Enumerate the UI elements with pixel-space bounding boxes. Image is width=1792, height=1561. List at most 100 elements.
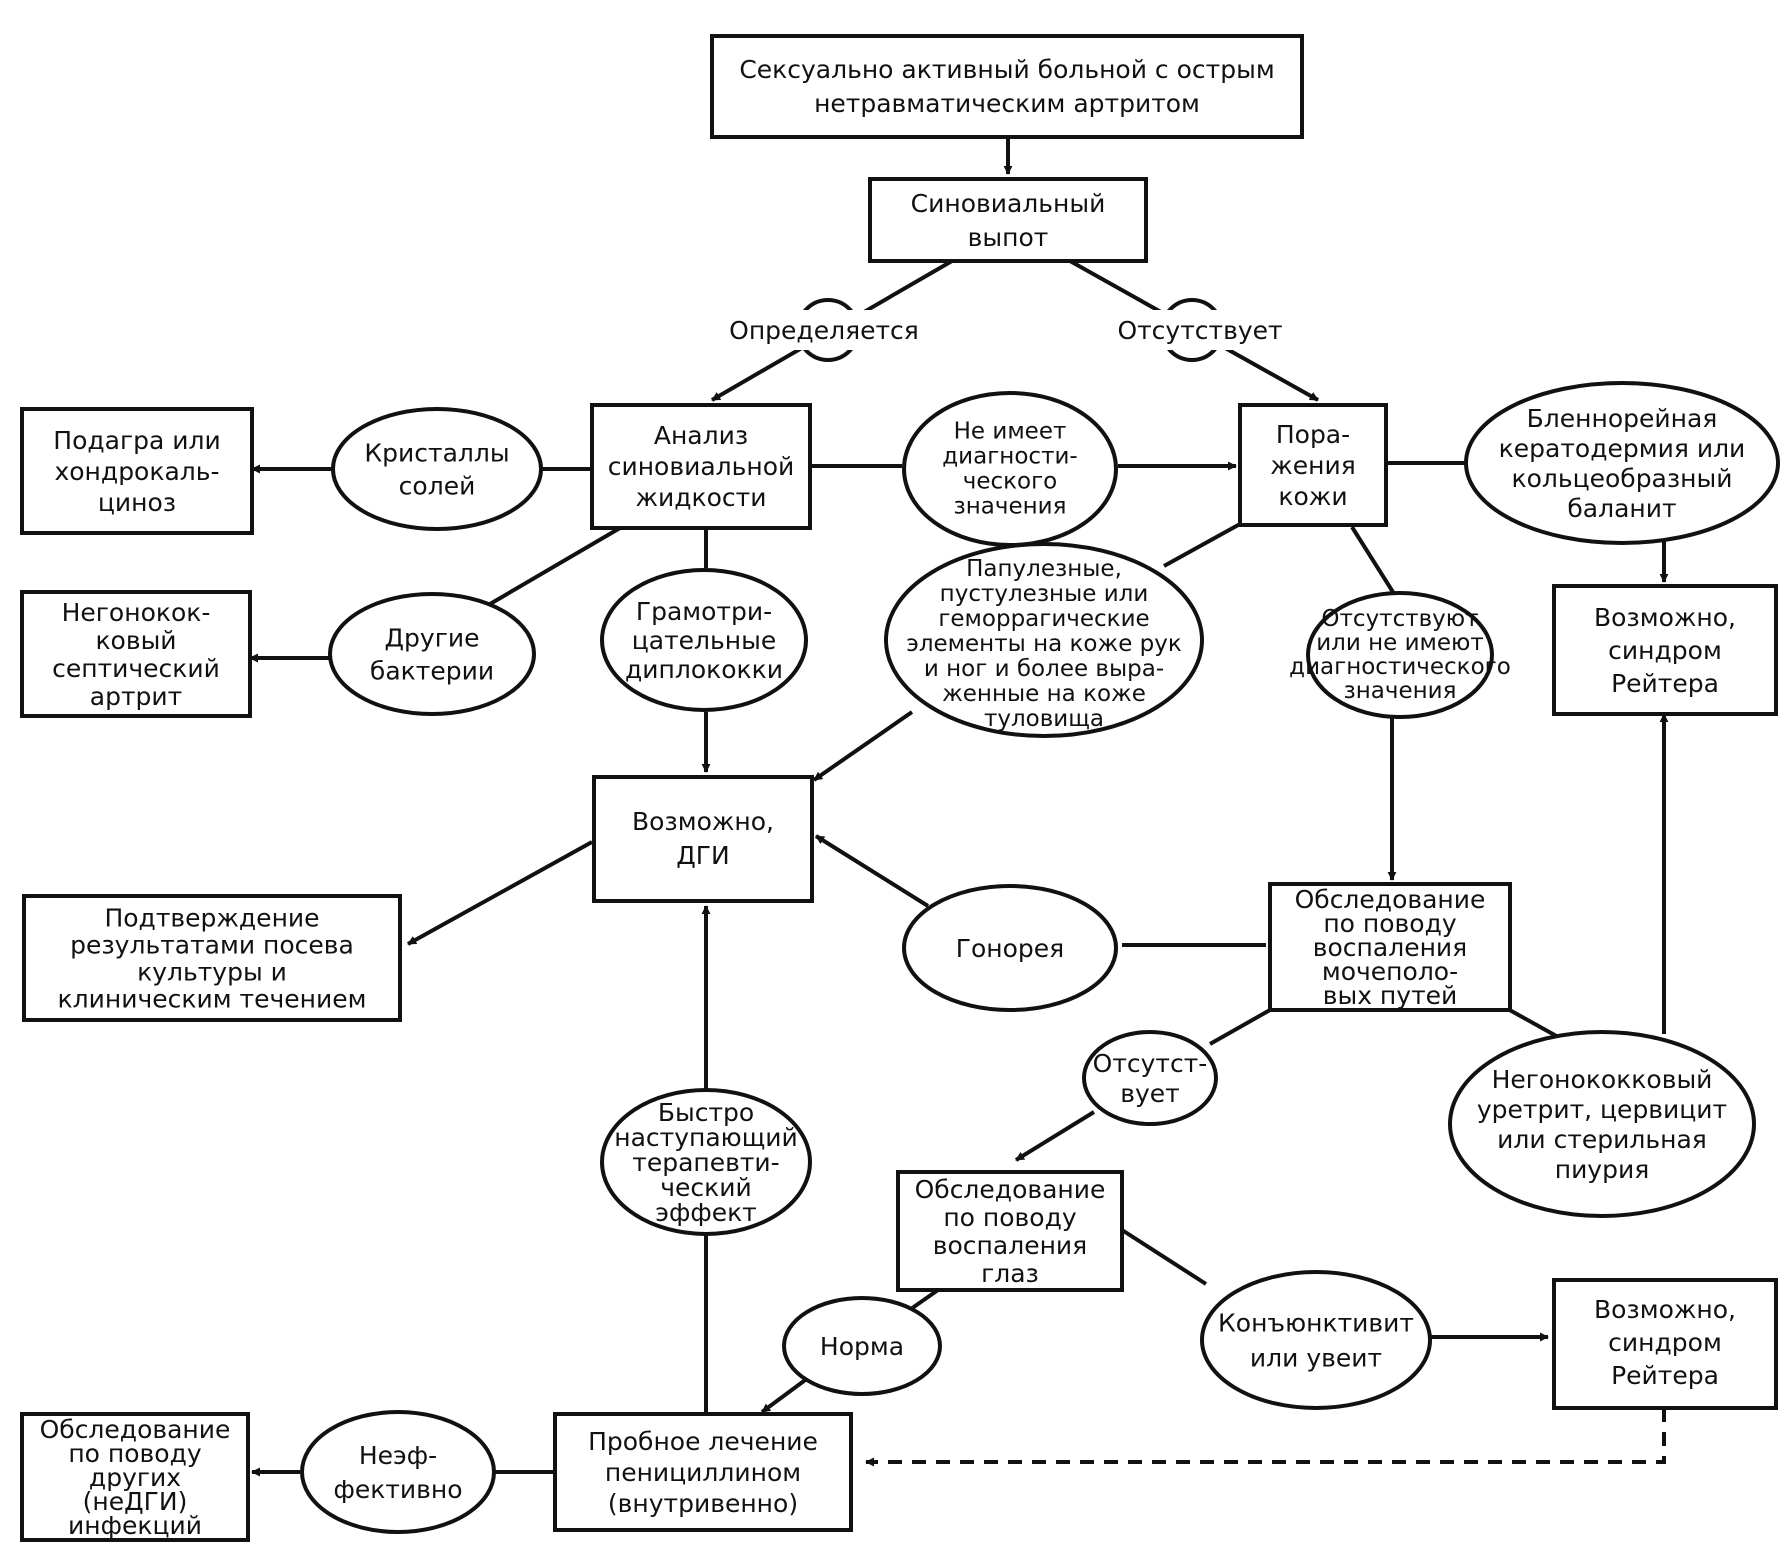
text-line: цательные <box>632 626 776 655</box>
edge-gonorrhea-dgi <box>814 834 930 908</box>
text-line: Грамотри- <box>636 597 772 626</box>
text-line: других <box>89 1463 181 1492</box>
edge-papular-dgi <box>812 710 914 782</box>
text-line: Папулезные, <box>966 556 1122 582</box>
text-line: бактерии <box>370 656 494 685</box>
text-line: Обследование <box>1295 885 1486 914</box>
text-line: Отсутствуют <box>1321 606 1478 632</box>
text-line: Быстро <box>658 1098 754 1127</box>
text-line: культуры и <box>137 957 287 986</box>
edge-absent-eye <box>1014 1110 1096 1162</box>
text-line: солей <box>399 471 476 500</box>
text-line: инфекций <box>68 1511 202 1540</box>
text-line: жения <box>1270 451 1356 480</box>
node-gonorrhea: Гонорея <box>902 884 1118 1012</box>
text-line: нетравматическим артритом <box>814 89 1200 118</box>
text-line: диагности- <box>942 444 1077 470</box>
node-possible-dgi: Возможно,ДГИ <box>592 775 814 903</box>
text-line: Другие <box>385 623 480 652</box>
text-line: Негонококковый <box>1492 1065 1713 1094</box>
text-line: (внутривенно) <box>608 1489 798 1518</box>
text-line: ДГИ <box>676 841 729 870</box>
text-line: глаз <box>981 1259 1039 1288</box>
node-crystals: Кристаллы солей <box>331 407 543 531</box>
text-line: Не имеет <box>954 419 1067 445</box>
branch-present-text: Определяется <box>729 316 919 345</box>
text-line: фективно <box>333 1475 462 1504</box>
branch-absent-text: Отсутствует <box>1117 316 1282 345</box>
node-crystals-text: Кристаллы солей <box>364 438 509 500</box>
text-line: элементы на коже рук <box>906 631 1182 657</box>
node-conjunctivitis-text: Конъюнктивит или увеит <box>1218 1308 1414 1372</box>
node-gonorrhea-text: Гонорея <box>956 934 1064 963</box>
edge-norm-penicillin <box>760 1373 814 1414</box>
edge-uro-urethritis <box>1505 1006 1561 1040</box>
text-line: геморрагические <box>938 606 1149 632</box>
text-line: туловища <box>984 706 1104 732</box>
text-line: артрит <box>90 682 182 711</box>
text-line: Рейтера <box>1611 669 1719 698</box>
text-line: наступающий <box>614 1123 798 1152</box>
text-line: результатами посева <box>70 930 354 959</box>
text-line: циноз <box>98 488 176 517</box>
text-line: Возможно, <box>1594 603 1736 632</box>
text-line: синдром <box>1608 636 1722 665</box>
text-line: пенициллином <box>605 1458 801 1487</box>
text-line: кератодермия или <box>1499 434 1746 463</box>
text-line: и ног и более выра- <box>924 656 1164 682</box>
text-line: Конъюнктивит <box>1218 1308 1414 1337</box>
text-line: значения <box>954 494 1067 520</box>
text-line: Пора- <box>1276 420 1350 449</box>
text-line: уретрит, цервицит <box>1477 1095 1727 1124</box>
text-line: мочеполо- <box>1322 957 1458 986</box>
edge-eye-conj <box>1120 1228 1208 1286</box>
text-line: диагностического <box>1289 654 1511 680</box>
text-line: ческий <box>660 1173 752 1202</box>
text-line: эффект <box>655 1198 757 1227</box>
branch-absent: Отсутствует <box>1100 298 1300 362</box>
text-line: диплококки <box>625 655 783 684</box>
node-urogenital-absent: Отсутст-вует <box>1082 1030 1218 1126</box>
text-line: или не имеют <box>1316 630 1484 656</box>
text-line: Определяется <box>729 316 919 345</box>
text-line: Рейтера <box>1611 1361 1719 1390</box>
text-line: Возможно, <box>1594 1295 1736 1324</box>
text-line: Гонорея <box>956 934 1064 963</box>
node-norm: Норма <box>782 1296 942 1396</box>
text-line: Подтверждение <box>104 903 319 932</box>
text-line: значения <box>1344 678 1457 704</box>
text-line: Норма <box>820 1332 904 1361</box>
text-line: Кристаллы <box>364 438 509 467</box>
text-line: (неДГИ) <box>83 1487 188 1516</box>
text-line: Отсутствует <box>1117 316 1282 345</box>
node-conjunctivitis: Конъюнктивит или увеит <box>1200 1270 1432 1410</box>
text-line: или увеит <box>1250 1343 1382 1372</box>
edge-uro-absent <box>1209 1008 1271 1046</box>
text-line: вых путей <box>1323 981 1458 1010</box>
text-line: воспаления <box>1313 933 1467 962</box>
text-line: пиурия <box>1555 1155 1650 1184</box>
